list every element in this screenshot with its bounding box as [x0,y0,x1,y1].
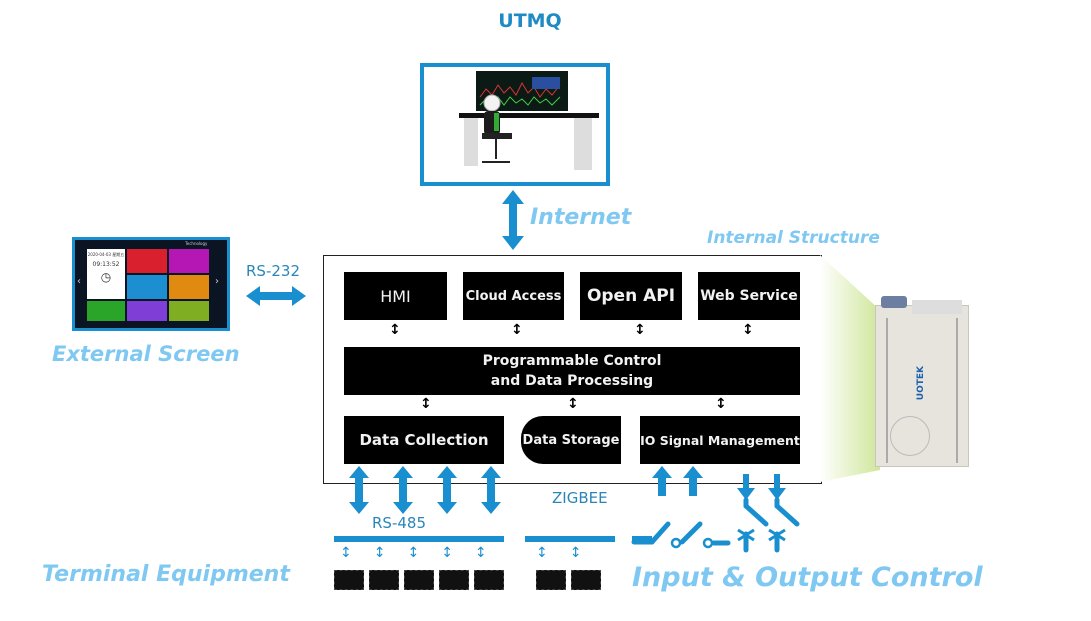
module-io-signal-management: IO Signal Management [640,416,800,464]
screen-tile [127,275,167,299]
updown-arrow-icon: ↕ [420,396,432,412]
operator-workstation-image [420,63,610,186]
bidirectional-arrow [349,466,369,514]
output-arrow-down [737,474,755,500]
rs232-label: RS-232 [246,262,300,280]
module-data-collection: Data Collection [344,416,504,464]
internal-structure-box: HMI Cloud Access Open API Web Service ↕ … [323,255,822,484]
projection-beam [820,255,880,482]
input-arrow-up [652,466,672,496]
core-line-1: Programmable Control [482,353,662,369]
terminal-device [536,570,566,590]
screen-date: 2020-04-03 星期五 [87,252,125,257]
terminal-device [571,570,601,590]
module-web-service: Web Service [698,272,800,320]
bidirectional-arrow [393,466,413,514]
io-bus-stub [632,536,652,542]
module-hmi: HMI [344,272,447,320]
rs485-label: RS-485 [372,514,426,532]
bidirectional-arrow [481,466,501,514]
chevron-left-icon: ‹ [77,276,81,287]
rs485-arrows [349,466,501,514]
screen-tile [169,249,209,273]
updown-arrow-icon: ↕ [511,322,523,338]
terminal-arrows: ↕↕↕↕↕ [340,545,509,561]
bidirectional-arrow [437,466,457,514]
terminal-device [474,570,504,590]
updown-arrow-icon: ↕ [715,396,727,412]
module-data-storage: Data Storage [521,416,621,464]
updown-arrow-icon: ↕ [742,322,754,338]
zigbee-terminal-arrows: ↕↕ [536,545,604,561]
updown-arrow-icon: ↕ [634,322,646,338]
device-label-plate [912,300,962,314]
screen-tile [169,275,209,299]
rs485-bus [334,536,504,542]
internal-structure-label: Internal Structure [707,228,880,248]
title-utmq: UTMQ [498,10,562,32]
terminal-device [369,570,399,590]
updown-arrow-icon: ↕ [567,396,579,412]
screen-time: 09:13:52 [92,261,120,268]
terminal-device [334,570,364,590]
internet-arrow [502,190,524,250]
rs232-arrow [246,286,306,306]
screen-tile [169,301,209,321]
external-screen-label: External Screen [52,342,240,366]
external-screen-image: 2020-04-03 星期五 09:13:52 ◷ Technology ‹ › [72,237,230,331]
input-arrow-up [683,466,703,496]
clock-icon: ◷ [100,270,112,284]
screen-tile [87,301,125,321]
terminal-equipment-label: Terminal Equipment [42,562,290,587]
workstation-illustration [459,71,599,170]
io-control-label: Input & Output Control [632,562,983,593]
io-symbols [631,466,800,553]
updown-arrow-icon: ↕ [389,322,401,338]
clock-tile: 2020-04-03 星期五 09:13:52 ◷ [87,249,125,299]
terminal-device [439,570,469,590]
zigbee-label: ZIGBEE [552,489,608,507]
core-processing-block: Programmable Control and Data Processing [344,347,800,395]
internet-label: Internet [530,205,632,230]
device-rail [886,318,888,463]
screen-brand: Technology [185,241,208,246]
module-cloud-access: Cloud Access [463,272,564,320]
device-brand: UOTEK [916,366,926,401]
globe-icon [890,416,930,456]
zigbee-bus [525,536,615,542]
module-open-api: Open API [580,272,682,320]
screen-tile [127,301,167,321]
terminal-device [404,570,434,590]
output-arrow-down [768,474,786,500]
device-image: UOTEK [875,296,969,467]
screen-tile [127,249,167,273]
chevron-right-icon: › [215,276,219,287]
device-rail [956,318,958,463]
serial-port-icon [881,296,907,308]
core-line-2: and Data Processing [490,373,654,389]
